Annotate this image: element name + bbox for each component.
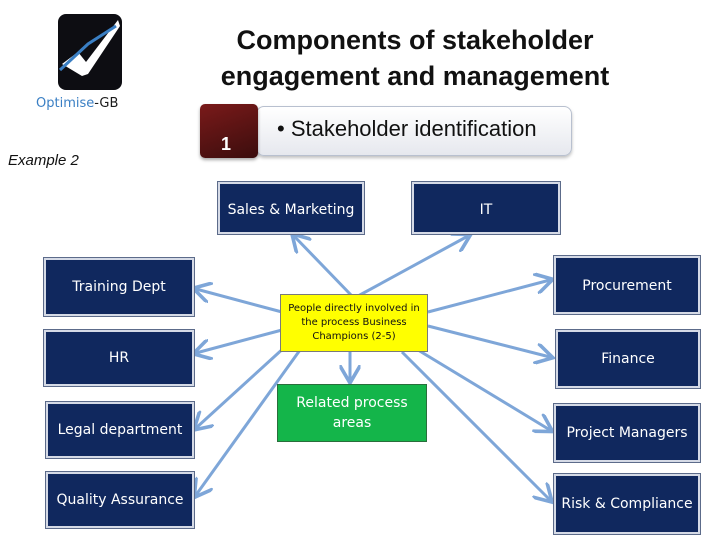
step-banner: • Stakeholder identification: [256, 106, 572, 156]
optimise-gb-logo: [58, 14, 122, 90]
arrow-to-legal: [196, 344, 288, 428]
arrow-to-training: [196, 289, 283, 314]
business-champions-box: People directly involved in the process …: [280, 294, 428, 352]
checkmark-icon: [58, 20, 120, 76]
arrow-to-sales: [294, 236, 354, 298]
finance-box: Finance: [555, 329, 701, 389]
arrow-to-risk: [400, 350, 550, 500]
logo-word: Optimise: [36, 96, 95, 111]
arrow-to-finance: [427, 324, 550, 357]
hr-box: HR: [43, 329, 195, 387]
step-number: 1: [221, 134, 232, 154]
logo-wordmark: Optimise-GB: [36, 96, 118, 111]
it-box: IT: [411, 181, 561, 235]
sales-marketing-box: Sales & Marketing: [217, 181, 365, 235]
legal-department-box: Legal department: [45, 401, 195, 459]
project-managers-box: Project Managers: [553, 403, 701, 463]
arrow-to-procurement: [427, 280, 550, 314]
arrow-to-qa: [196, 349, 302, 495]
risk-compliance-box: Risk & Compliance: [553, 473, 701, 535]
arrow-to-hr: [196, 328, 283, 353]
related-process-areas-box: Related process areas: [277, 384, 427, 442]
page-title: Components of stakeholder engagement and…: [220, 25, 610, 91]
step-text: • Stakeholder identification: [277, 116, 537, 141]
arrow-to-it: [357, 236, 468, 298]
training-dept-box: Training Dept: [43, 257, 195, 317]
procurement-box: Procurement: [553, 255, 701, 315]
logo-suffix: -GB: [94, 96, 119, 111]
step-badge: 1: [200, 104, 258, 158]
example-label: Example 2: [8, 152, 79, 169]
arrow-to-pm: [417, 348, 550, 430]
quality-assurance-box: Quality Assurance: [45, 471, 195, 529]
